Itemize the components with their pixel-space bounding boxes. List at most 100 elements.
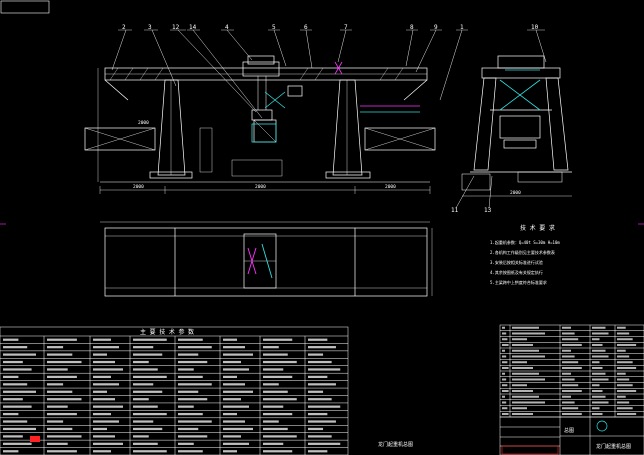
table-cell-text	[133, 353, 163, 356]
table-cell-text	[592, 401, 609, 404]
table-cell-text	[3, 360, 23, 364]
table-cell-text	[263, 360, 297, 364]
table-cell-text	[512, 389, 533, 392]
table-cell-text	[502, 378, 507, 381]
table-cell-text	[308, 398, 332, 401]
table-cell-text	[512, 395, 539, 398]
table-cell-text	[133, 383, 154, 386]
svg-text:2000: 2000	[255, 184, 266, 190]
table-cell-text	[223, 405, 249, 408]
table-cell-text	[592, 361, 600, 364]
table-cell-text	[3, 420, 28, 423]
table-cell-text	[223, 427, 253, 431]
table-cell-text	[617, 412, 637, 415]
table-cell-text	[562, 407, 579, 410]
table-cell-text	[263, 346, 279, 349]
table-cell-text	[47, 390, 73, 393]
table-cell-text	[617, 326, 626, 329]
table-cell-text	[502, 412, 509, 415]
table-cell-text	[223, 420, 245, 423]
table-cell-text	[93, 383, 119, 386]
table-cell-text	[502, 384, 508, 387]
table-cell-text	[223, 353, 253, 356]
table-cell-text	[502, 338, 508, 341]
table-cell-text	[263, 338, 293, 341]
table-cell-text	[512, 401, 545, 404]
company-logo-icon	[596, 420, 608, 432]
table-cell-text	[512, 343, 533, 346]
table-cell-text	[617, 366, 637, 369]
note-line: 1.起重机参数：Q=40t S=30m H=10m	[490, 239, 560, 245]
table-cell-text	[308, 450, 328, 453]
notes-title: 技 术 要 求	[520, 224, 555, 232]
table-cell-text	[93, 346, 119, 349]
table-cell-text	[308, 412, 328, 416]
table-cell-text	[93, 360, 115, 364]
title-block-label: 总图	[564, 427, 574, 434]
note-line: 5.主梁跨中上拱度符合标准要求	[490, 279, 547, 285]
parameters-table-entries	[3, 338, 341, 453]
table-cell-text	[617, 349, 626, 352]
plan-view-highlights	[247, 243, 273, 279]
table-cell-text	[178, 375, 203, 379]
table-cell-text	[502, 349, 505, 352]
table-cell-text	[93, 398, 115, 401]
table-cell-text	[93, 427, 107, 431]
table-cell-text	[93, 412, 111, 416]
table-cell-text	[93, 375, 111, 379]
table-cell-text	[3, 390, 36, 393]
table-cell-text	[562, 366, 582, 369]
table-cell-text	[93, 450, 111, 453]
table-cell-text	[562, 349, 571, 352]
table-cell-text	[133, 412, 167, 416]
table-cell-text	[47, 442, 68, 445]
table-cell-text	[3, 353, 36, 356]
table-cell-text	[47, 435, 82, 438]
table-cell-text	[263, 442, 284, 445]
table-cell-text	[617, 338, 633, 341]
table-cell-text	[223, 338, 237, 341]
table-cell-text	[617, 407, 633, 410]
table-cell-text	[512, 361, 527, 364]
part-balloons: 2 3 12 14 4 5 6 7 8 9 1 10 11 13	[122, 24, 539, 214]
balloon: 13	[484, 207, 492, 214]
table-cell-text	[592, 332, 609, 335]
table-cell-text	[502, 407, 508, 410]
table-cell-text	[178, 383, 212, 386]
table-cell-text	[617, 332, 630, 335]
table-cell-text	[223, 390, 253, 393]
table-cell-text	[133, 420, 154, 423]
leader-lines	[111, 29, 547, 209]
table-cell-text	[592, 338, 600, 341]
table-cell-text	[562, 412, 582, 415]
svg-text:2000: 2000	[138, 120, 149, 126]
table-cell-text	[308, 405, 341, 408]
table-cell-text	[562, 372, 571, 375]
table-cell-text	[308, 353, 324, 356]
table-cell-text	[617, 395, 626, 398]
table-cell-text	[562, 343, 582, 346]
balloon: 8	[410, 24, 414, 31]
svg-text:2000: 2000	[385, 184, 396, 190]
table-cell-text	[512, 338, 527, 341]
balloon: 11	[451, 207, 459, 214]
table-cell-text	[178, 442, 194, 445]
table-cell-text	[3, 412, 19, 416]
side-view-highlights	[499, 69, 541, 111]
table-cell-text	[3, 427, 36, 431]
table-cell-text	[308, 375, 328, 379]
parameters-table	[0, 326, 349, 455]
balloon: 1	[460, 24, 464, 31]
table-cell-text	[223, 360, 241, 364]
front-view-dimensions: 2000 2000 2000 2000	[133, 120, 396, 190]
plan-view	[100, 221, 433, 297]
table-cell-text	[502, 395, 505, 398]
table-cell-text	[223, 375, 237, 379]
corner-tag	[0, 0, 50, 14]
table-cell-text	[308, 390, 324, 393]
balloon: 7	[344, 24, 348, 31]
table-cell-text	[133, 435, 149, 438]
table-cell-text	[178, 353, 199, 356]
table-cell-text	[93, 435, 115, 438]
